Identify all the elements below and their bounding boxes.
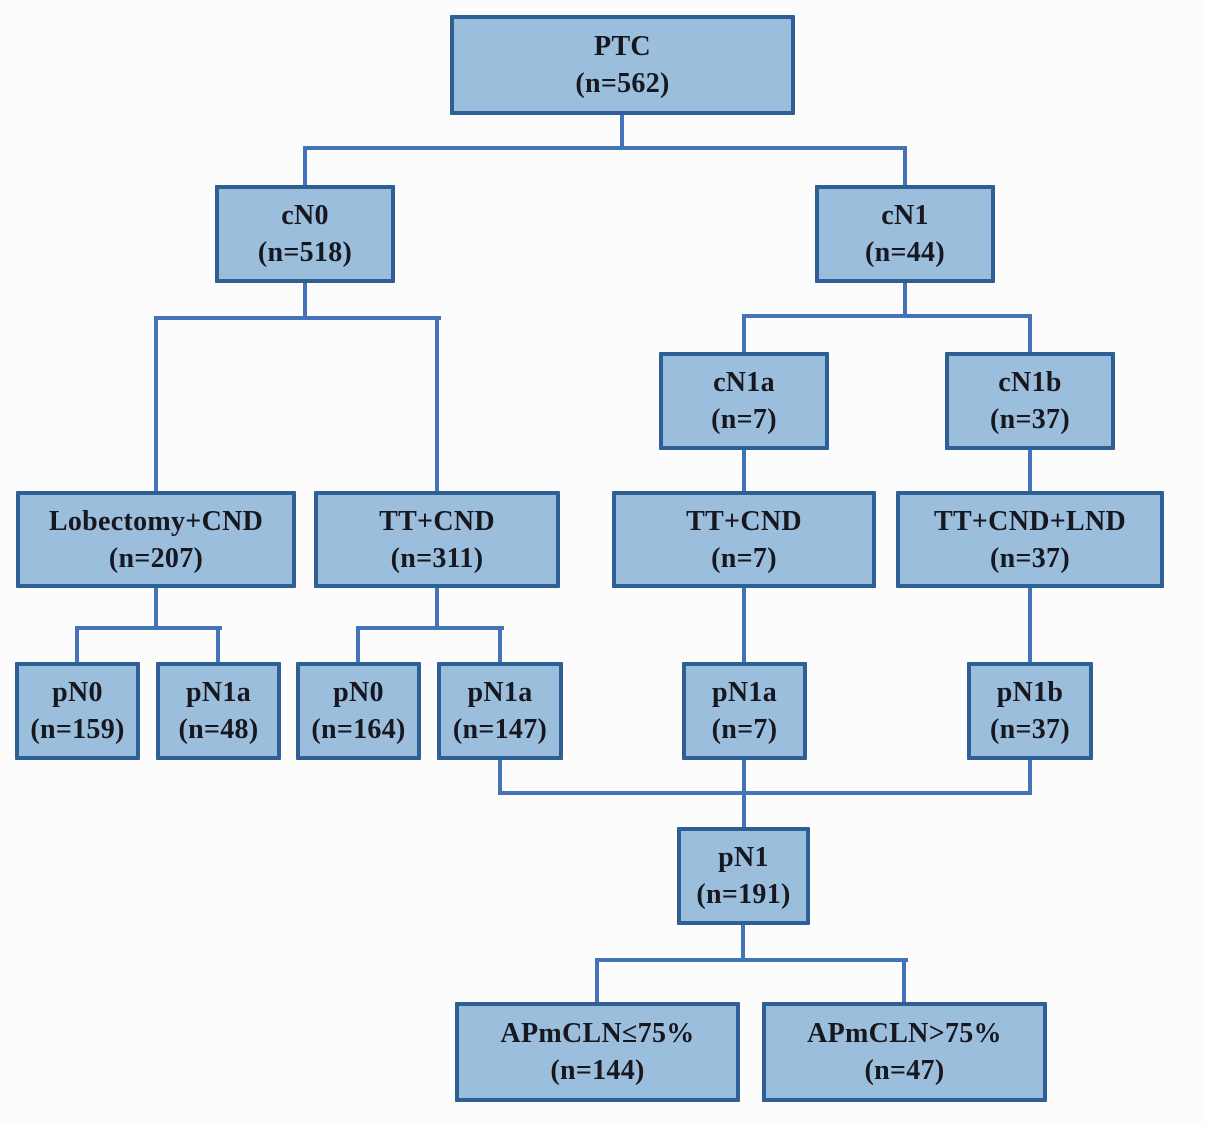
connector-segment xyxy=(742,586,746,662)
connector-segment xyxy=(303,281,307,320)
node-label: APmCLN>75% xyxy=(807,1018,1002,1049)
connector-segment xyxy=(742,314,1032,318)
node-label: pN1a xyxy=(467,677,533,708)
node-label: pN0 xyxy=(52,677,103,708)
node-pn1-191: pN1 (n=191) xyxy=(677,827,810,925)
node-count: (n=191) xyxy=(696,879,791,910)
connector-segment xyxy=(303,146,307,185)
node-pn1b-37: pN1b (n=37) xyxy=(967,662,1093,760)
connector-segment xyxy=(1028,448,1032,491)
node-tt-cnd-lnd: TT+CND+LND (n=37) xyxy=(896,491,1164,588)
node-count: (n=47) xyxy=(864,1055,945,1086)
node-label: pN1 xyxy=(718,842,769,873)
node-label: TT+CND+LND xyxy=(933,505,1127,537)
node-pn1a-48: pN1a (n=48) xyxy=(156,662,281,760)
connector-segment xyxy=(1028,758,1032,795)
node-ptc: PTC (n=562) xyxy=(450,15,795,115)
node-label: Lobectomy+CND xyxy=(48,505,264,537)
node-label: cN1 xyxy=(881,200,929,231)
node-count: (n=7) xyxy=(711,714,778,745)
connector-segment xyxy=(356,626,360,662)
connector-segment xyxy=(742,448,746,491)
node-label: pN1a xyxy=(186,677,251,708)
connector-segment xyxy=(498,758,502,795)
node-label: pN1a xyxy=(712,677,777,708)
connector-segment xyxy=(435,586,439,628)
node-count: (n=7) xyxy=(711,404,777,435)
node-tt-cnd-311: TT+CND (n=311) xyxy=(314,491,560,588)
node-count: (n=48) xyxy=(178,714,259,745)
connector-segment xyxy=(902,958,906,1002)
node-count: (n=159) xyxy=(30,714,125,745)
node-count: (n=164) xyxy=(311,714,406,745)
connector-segment xyxy=(903,146,907,185)
node-count: (n=37) xyxy=(990,714,1070,745)
connector-segment xyxy=(595,958,599,1002)
node-count: (n=37) xyxy=(990,404,1070,435)
connector-segment xyxy=(498,791,1032,795)
connector-segment xyxy=(154,316,441,320)
connector-segment xyxy=(75,626,79,662)
connector-segment xyxy=(435,316,439,491)
node-cn1a: cN1a (n=7) xyxy=(659,352,829,450)
node-label: cN1a xyxy=(713,367,775,398)
node-label: APmCLN≤75% xyxy=(500,1018,695,1049)
connector-segment xyxy=(742,758,746,827)
node-cn1: cN1 (n=44) xyxy=(815,185,995,283)
node-count: (n=562) xyxy=(575,68,670,99)
node-count: (n=147) xyxy=(452,714,548,745)
node-label: TT+CND xyxy=(686,505,802,537)
node-cn1b: cN1b (n=37) xyxy=(945,352,1115,450)
connector-segment xyxy=(595,958,908,962)
node-label: cN0 xyxy=(281,200,329,231)
connector-segment xyxy=(75,626,222,630)
node-label: pN0 xyxy=(333,677,384,708)
node-count: (n=518) xyxy=(257,237,353,268)
connector-segment xyxy=(498,626,502,662)
connector-segment xyxy=(741,923,745,962)
node-count: (n=44) xyxy=(865,237,945,268)
node-label: cN1b xyxy=(998,367,1062,398)
node-count: (n=144) xyxy=(550,1055,645,1086)
node-label: PTC xyxy=(594,31,651,62)
node-count: (n=207) xyxy=(108,542,204,574)
connector-segment xyxy=(620,113,624,150)
node-pn1a-7: pN1a (n=7) xyxy=(682,662,807,760)
node-count: (n=37) xyxy=(990,542,1070,574)
connector-segment xyxy=(903,281,907,318)
connector-segment xyxy=(1028,314,1032,352)
connector-segment xyxy=(356,626,504,630)
node-apmcln-gt75: APmCLN>75% (n=47) xyxy=(762,1002,1047,1102)
node-pn0-159: pN0 (n=159) xyxy=(15,662,140,760)
node-lobectomy-cnd: Lobectomy+CND (n=207) xyxy=(16,491,296,588)
node-pn0-164: pN0 (n=164) xyxy=(296,662,421,760)
node-apmcln-le75: APmCLN≤75% (n=144) xyxy=(455,1002,740,1102)
connector-segment xyxy=(742,314,746,352)
node-count: (n=311) xyxy=(390,542,484,574)
connector-segment xyxy=(154,316,158,491)
connector-segment xyxy=(216,626,220,662)
connector-segment xyxy=(1028,586,1032,662)
connector-segment xyxy=(154,586,158,628)
node-tt-cnd-7: TT+CND (n=7) xyxy=(612,491,876,588)
node-label: TT+CND xyxy=(379,505,495,537)
node-pn1a-147: pN1a (n=147) xyxy=(437,662,563,760)
node-cn0: cN0 (n=518) xyxy=(215,185,395,283)
connector-segment xyxy=(303,146,907,150)
node-label: pN1b xyxy=(996,677,1064,708)
node-count: (n=7) xyxy=(711,542,777,574)
